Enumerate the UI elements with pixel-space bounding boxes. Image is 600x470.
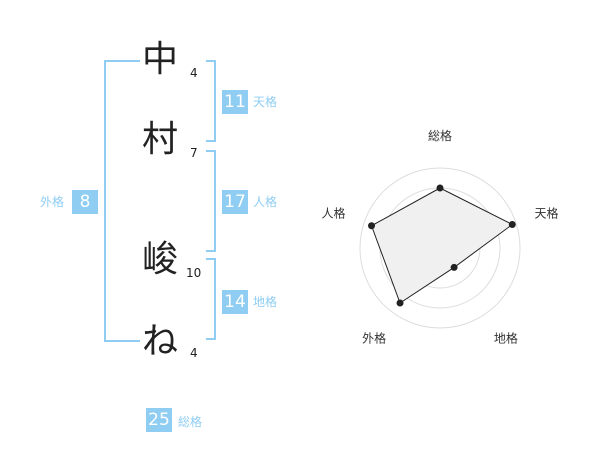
radar-axis-label-2: 地格 <box>494 331 518 346</box>
name-char-3: 峻 <box>141 239 178 280</box>
radar-point-2 <box>450 263 458 271</box>
radar-axis-label-1: 天格 <box>535 205 559 220</box>
tenkaku-label: 天格 <box>253 95 278 109</box>
radar-point-0 <box>436 184 444 192</box>
stroke-count-4: 4 <box>190 346 198 360</box>
gaikaku-bracket <box>104 60 140 342</box>
tenkaku-value: 11 <box>222 90 248 114</box>
tenkaku-bracket <box>206 60 216 142</box>
stroke-count-1: 4 <box>190 66 198 80</box>
soukaku-label: 総格 <box>178 415 203 429</box>
chikaku-value: 14 <box>222 290 248 314</box>
gaikaku-value: 8 <box>72 190 98 214</box>
radar-ring-4 <box>359 167 521 329</box>
name-char-2: 村 <box>141 119 178 160</box>
chikaku-bracket <box>206 258 216 340</box>
stroke-count-2: 7 <box>190 146 198 160</box>
radar-point-4 <box>368 222 376 230</box>
name-char-4: ね <box>141 321 178 362</box>
radar-point-3 <box>396 299 404 307</box>
jinkaku-bracket <box>206 150 216 252</box>
radar-axis-label-3: 外格 <box>362 331 386 346</box>
name-char-1: 中 <box>141 39 178 80</box>
chikaku-label: 地格 <box>253 295 278 309</box>
radar-axis-label-0: 総格 <box>428 128 452 143</box>
gaikaku-label: 外格 <box>40 195 65 209</box>
radar-polygon <box>370 187 514 304</box>
soukaku-value: 25 <box>146 408 172 432</box>
radar-point-1 <box>508 221 516 229</box>
jinkaku-value: 17 <box>222 190 248 214</box>
stroke-count-3: 10 <box>186 266 202 280</box>
jinkaku-label: 人格 <box>253 195 278 209</box>
radar-axis-label-4: 人格 <box>321 205 345 220</box>
